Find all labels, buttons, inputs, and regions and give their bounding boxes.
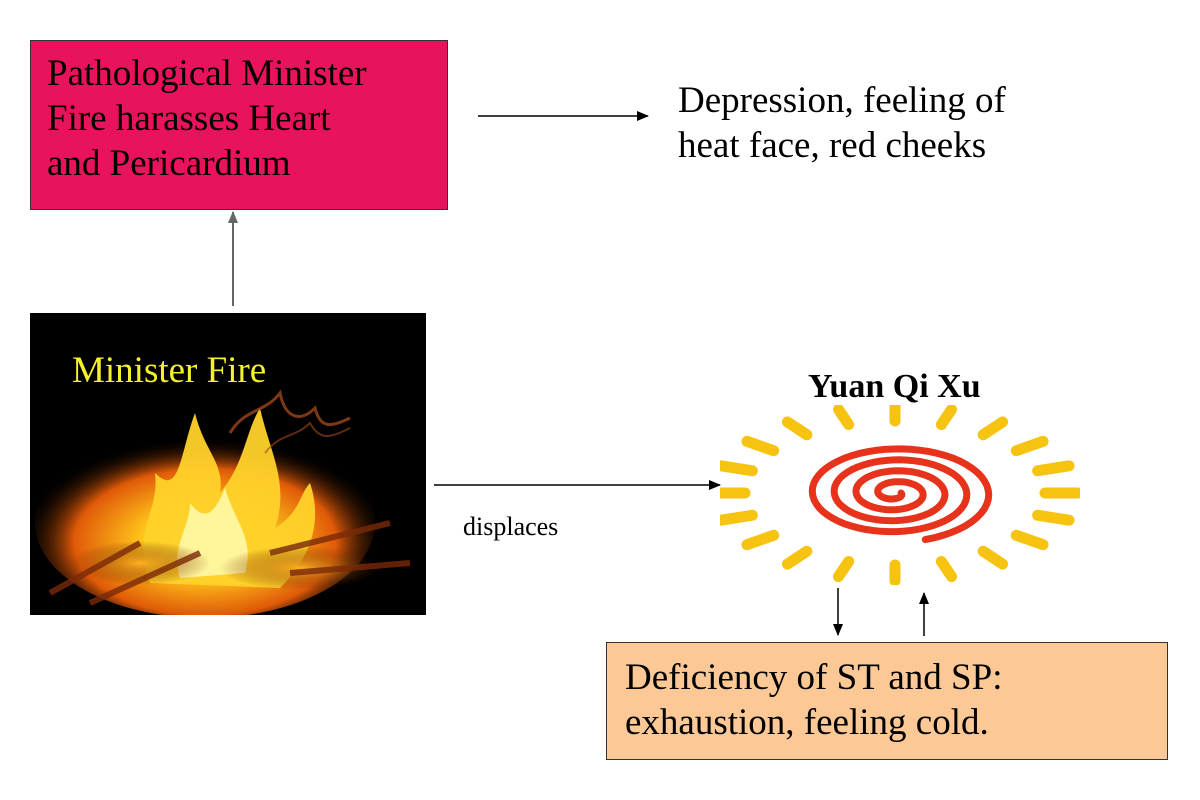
- deficiency-line-1: Deficiency of ST and SP:: [625, 657, 1003, 698]
- pathological-line-1: Pathological Minister: [47, 53, 367, 94]
- smoke-wisp: [228, 389, 351, 434]
- sun-ray: [935, 405, 958, 431]
- yuan-qi-xu-title: Yuan Qi Xu: [808, 368, 981, 405]
- sun-ray: [1032, 509, 1075, 526]
- minister-fire-label: Minister Fire: [72, 350, 267, 391]
- minister-fire-panel: Minister Fire: [30, 313, 426, 615]
- burning-logs: [48, 520, 411, 606]
- sun-ray: [977, 545, 1009, 570]
- displaces-label: displaces: [463, 512, 559, 541]
- sun-ray: [720, 460, 758, 477]
- sun-ray: [1010, 529, 1049, 551]
- spiral-sun-icon: [720, 405, 1080, 585]
- sun-ray: [832, 405, 855, 431]
- embers-right: [220, 546, 380, 590]
- sun-ray: [832, 555, 855, 583]
- symptoms-line-1: Depression, feeling of: [678, 80, 1006, 121]
- sun-ray: [741, 435, 780, 457]
- pathological-minister-fire-box: Pathological Minister Fire harasses Hear…: [30, 40, 448, 210]
- spiral: [808, 445, 993, 544]
- symptoms-text: Depression, feeling of heat face, red ch…: [678, 78, 1158, 168]
- sun-ray: [1032, 460, 1075, 477]
- bonfire-image: [35, 389, 411, 615]
- sun-rays: [720, 405, 1080, 585]
- sun-ray: [1010, 435, 1049, 457]
- sun-ray: [741, 529, 780, 551]
- pathological-line-2: Fire harasses Heart: [47, 98, 331, 139]
- pathological-line-3: and Pericardium: [47, 143, 291, 184]
- sun-ray: [977, 416, 1009, 441]
- sun-ray: [720, 509, 758, 526]
- deficiency-line-2: exhaustion, feeling cold.: [625, 702, 989, 743]
- sun-ray: [781, 416, 813, 441]
- symptoms-line-2: heat face, red cheeks: [678, 125, 987, 166]
- deficiency-box: Deficiency of ST and SP: exhaustion, fee…: [606, 642, 1168, 760]
- sun-ray: [935, 555, 958, 583]
- sun-ray: [781, 545, 813, 570]
- smoke-wisp-2: [264, 421, 351, 454]
- embers-left: [70, 541, 210, 585]
